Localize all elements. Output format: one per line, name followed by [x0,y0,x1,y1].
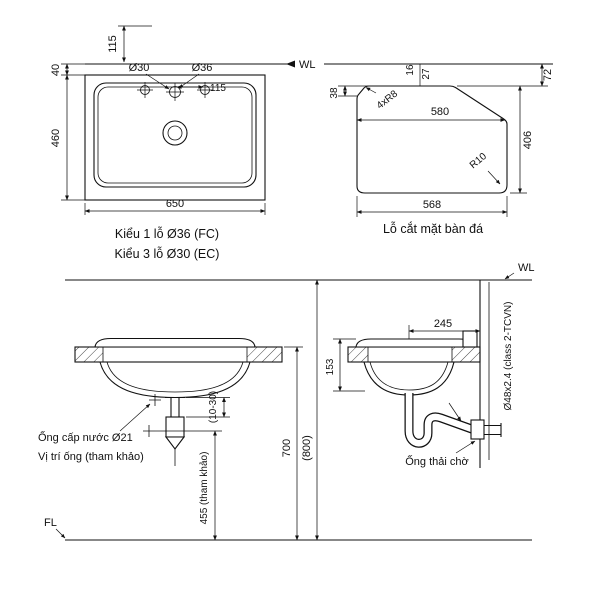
dim-10-30: (10-30) [186,391,230,423]
dim-568: 568 [356,196,508,217]
pipe-spec-label: Ø48x2.4 (class 2-TCVN) [503,302,514,411]
dim-406: 406 [457,85,548,194]
installation-views: WL FL Ống cấp nước Ø21 Vị trí ống (tham … [38,262,535,541]
basin-cut-edges-side [367,347,453,362]
counter-hatch-right-side [452,347,480,362]
dim-40-text: 40 [50,64,62,76]
wl-label-bottom: WL [518,262,535,274]
wall-fitting [470,419,485,440]
dim-245: 245 [408,318,481,339]
supply-pipe-crosses [143,394,161,437]
drain-outer-circle [162,120,188,146]
counter-hatch-left [75,347,103,362]
leader-hole30 [145,73,170,90]
supply-position-label: Vị trí ống (tham khảo) [38,451,144,463]
leader-line [487,170,501,185]
dim-700: 700 [281,346,303,541]
dim-115-vertical: 115 [107,25,152,63]
dim-455: 455 (tham khảo) [155,430,222,541]
dim-72-text: 72 [542,69,554,81]
dim-455-text: 455 (tham khảo) [199,452,210,525]
fl-leader [55,528,66,539]
trap-tip-front [164,436,186,450]
hole30-label: Ø30 [129,62,150,74]
ext-line [457,85,548,194]
dim-580: 580 [356,106,506,122]
waste-leader [455,440,476,454]
dim-580-text: 580 [431,106,449,118]
side-elevation: 245 153 Ø48x2.4 (class 2-TCVN) Ống thải … [325,280,514,468]
dim-38-text: 38 [329,87,340,99]
r10-label: R10 [468,151,489,172]
dim-460-text: 460 [50,129,62,147]
dim-800-text: (800) [301,435,313,461]
dim-115-horizontal: 115 [176,83,226,94]
dim-115v-text: 115 [107,35,119,53]
dim-650: 650 [84,198,266,215]
ext-line [61,63,85,76]
dim-460: 460 [50,74,85,201]
dim-650-text: 650 [166,198,184,210]
label-r10: R10 [468,151,501,185]
plan-view: Ø30 Ø36 115 40 460 650 115 Kiểu 1 lỗ Ø36… [50,25,266,261]
drain-tailpiece-front [165,396,185,417]
dim-27-text: 27 [421,68,432,80]
plan-caption-2: Kiểu 3 lỗ Ø30 (EC) [115,246,220,261]
dim-16-text: 16 [405,64,416,76]
dim-153-text: 153 [325,358,336,375]
drain-inner-circle [167,125,183,141]
dim-72: 72 [540,63,554,87]
waste-label: Ống thải chờ [405,454,468,468]
wl-label-top: WL [299,59,316,71]
leader-hole36 [178,73,200,89]
dim-115h-text: 115 [210,83,226,94]
supply-label: Ống cấp nước Ø21 [38,430,133,444]
leader-line [365,87,377,94]
cutout-outline [356,85,508,194]
dim-700-text: 700 [281,439,293,457]
counter-hatch-left-side [348,347,368,362]
wl-leader [504,272,515,280]
trap-body-front [165,416,185,438]
fl-label: FL [44,517,57,529]
dim-245-text: 245 [434,318,452,330]
supply-leader [119,403,151,432]
basin-rim-side [355,338,475,348]
bowl-inner-front [106,361,244,393]
counter-hatch-right [247,347,282,362]
basin-bowl-line [97,86,253,184]
dim-10-30-text: (10-30) [208,391,219,423]
waste-stub [484,423,502,437]
front-elevation: Ống cấp nước Ø21 Vị trí ống (tham khảo) … [38,279,319,541]
cutout-caption: Lỗ cắt mặt bàn đá [383,221,483,236]
dim-38: 38 [329,85,369,99]
hole-centerlines [137,82,213,101]
dim-568-text: 568 [423,199,441,211]
dim-153: 153 [325,338,365,392]
hole36-label: Ø36 [192,62,213,74]
basin-rim-front [94,337,256,348]
dim-40: 40 [50,63,85,76]
faucet-side [462,330,478,348]
dim-406-text: 406 [522,131,534,149]
plan-caption-1: Kiểu 1 lỗ Ø36 (FC) [115,226,219,241]
dim-800: (800) [301,279,319,541]
p-trap-bore [405,393,475,447]
label-4xr8: 4xR8 [365,87,401,112]
basin-outer-outline [84,74,266,201]
ext-line [84,203,266,215]
r8-label: 4xR8 [375,88,401,111]
wall-line-arrow-icon [286,60,295,68]
top-wall-line: WL [85,59,553,71]
cutout-view: 16 27 38 4xR8 580 406 72 R10 [329,63,554,236]
flow-arrow [448,402,462,422]
bowl-inner-side [369,361,449,391]
basin-cut-edges [102,347,248,362]
